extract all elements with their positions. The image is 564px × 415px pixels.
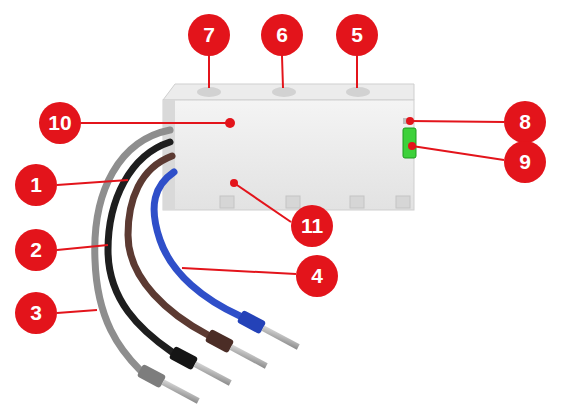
housing-front [163,100,414,210]
callout-number: 2 [15,229,57,271]
terminal-hole [197,87,221,97]
callout-number: 7 [188,14,230,56]
cables [95,130,240,370]
leader-lines [57,56,504,313]
callout-number: 5 [336,14,378,56]
callout-number: 8 [504,101,546,143]
leader-dots [225,117,416,187]
callout-number: 6 [261,14,303,56]
callout-number: 3 [15,292,57,334]
plugs [137,310,302,407]
housing-top [163,84,414,100]
callout-number: 11 [291,205,333,247]
callout-number: 10 [39,102,81,144]
terminal-hole [272,87,296,97]
terminal-hole [346,87,370,97]
callout-number: 9 [504,141,546,183]
status-led [403,128,416,158]
callout-number: 4 [296,255,338,297]
callout-number: 1 [15,164,57,206]
